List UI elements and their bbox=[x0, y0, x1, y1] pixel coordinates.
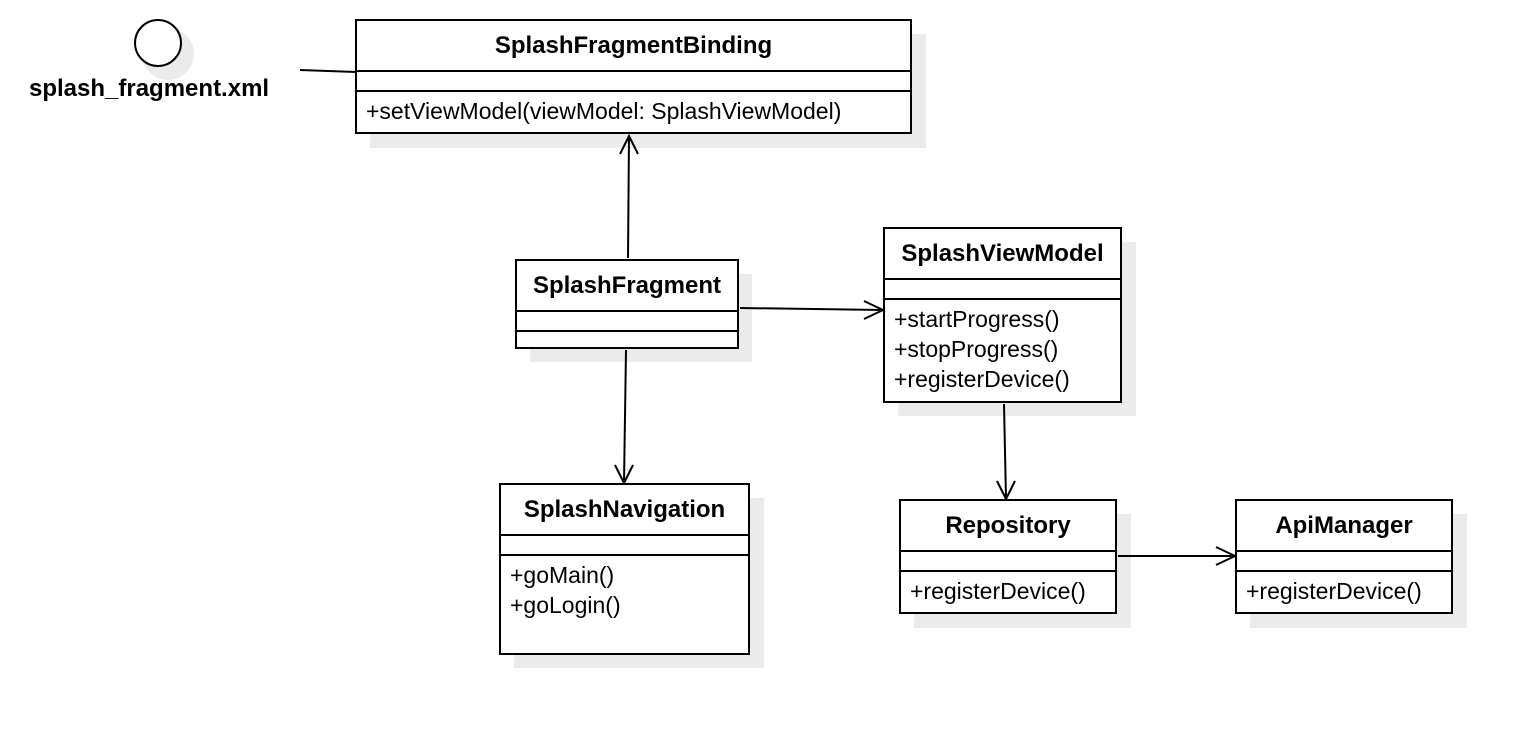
operation: +startProgress() bbox=[894, 306, 1060, 332]
class-name: SplashFragment bbox=[517, 261, 737, 312]
operation: +goLogin() bbox=[510, 592, 621, 618]
operation: +setViewModel(viewModel: SplashViewModel… bbox=[366, 98, 842, 124]
operation: +registerDevice() bbox=[1246, 578, 1422, 604]
class-splash-fragment[interactable]: SplashFragment bbox=[515, 259, 739, 349]
class-attributes bbox=[517, 312, 737, 332]
interface-circle bbox=[134, 19, 182, 67]
class-splash-navigation[interactable]: SplashNavigation +goMain() +goLogin() bbox=[499, 483, 750, 655]
class-name: ApiManager bbox=[1237, 501, 1451, 552]
class-name: SplashFragmentBinding bbox=[357, 21, 910, 72]
class-attributes bbox=[1237, 552, 1451, 572]
class-api-manager[interactable]: ApiManager +registerDevice() bbox=[1235, 499, 1453, 614]
class-name: SplashViewModel bbox=[885, 229, 1120, 280]
interface-label: splash_fragment.xml bbox=[29, 75, 270, 102]
operation: +registerDevice() bbox=[894, 366, 1070, 392]
class-operations: +setViewModel(viewModel: SplashViewModel… bbox=[357, 92, 910, 126]
class-operations: +startProgress() +stopProgress() +regist… bbox=[885, 300, 1120, 394]
class-operations: +goMain() +goLogin() bbox=[501, 556, 748, 620]
class-name: SplashNavigation bbox=[501, 485, 748, 536]
dependency-fragment-binding bbox=[627, 135, 630, 259]
class-splash-fragment-binding[interactable]: SplashFragmentBinding +setViewModel(view… bbox=[355, 19, 912, 134]
class-operations: +registerDevice() bbox=[901, 572, 1115, 606]
class-name: Repository bbox=[901, 501, 1115, 552]
class-splash-view-model[interactable]: SplashViewModel +startProgress() +stopPr… bbox=[883, 227, 1122, 403]
operation: +stopProgress() bbox=[894, 336, 1059, 362]
class-operations: +registerDevice() bbox=[1237, 572, 1451, 606]
dependency-viewmodel-repository bbox=[1003, 403, 1007, 500]
class-attributes bbox=[501, 536, 748, 556]
class-attributes bbox=[901, 552, 1115, 572]
interface-connector bbox=[299, 69, 357, 73]
dependency-fragment-viewmodel bbox=[739, 307, 884, 311]
dependency-fragment-navigation bbox=[623, 349, 627, 484]
class-repository[interactable]: Repository +registerDevice() bbox=[899, 499, 1117, 614]
class-attributes bbox=[357, 72, 910, 92]
operation: +registerDevice() bbox=[910, 578, 1086, 604]
operation: +goMain() bbox=[510, 562, 615, 588]
class-attributes bbox=[885, 280, 1120, 300]
arrowhead bbox=[619, 133, 639, 155]
